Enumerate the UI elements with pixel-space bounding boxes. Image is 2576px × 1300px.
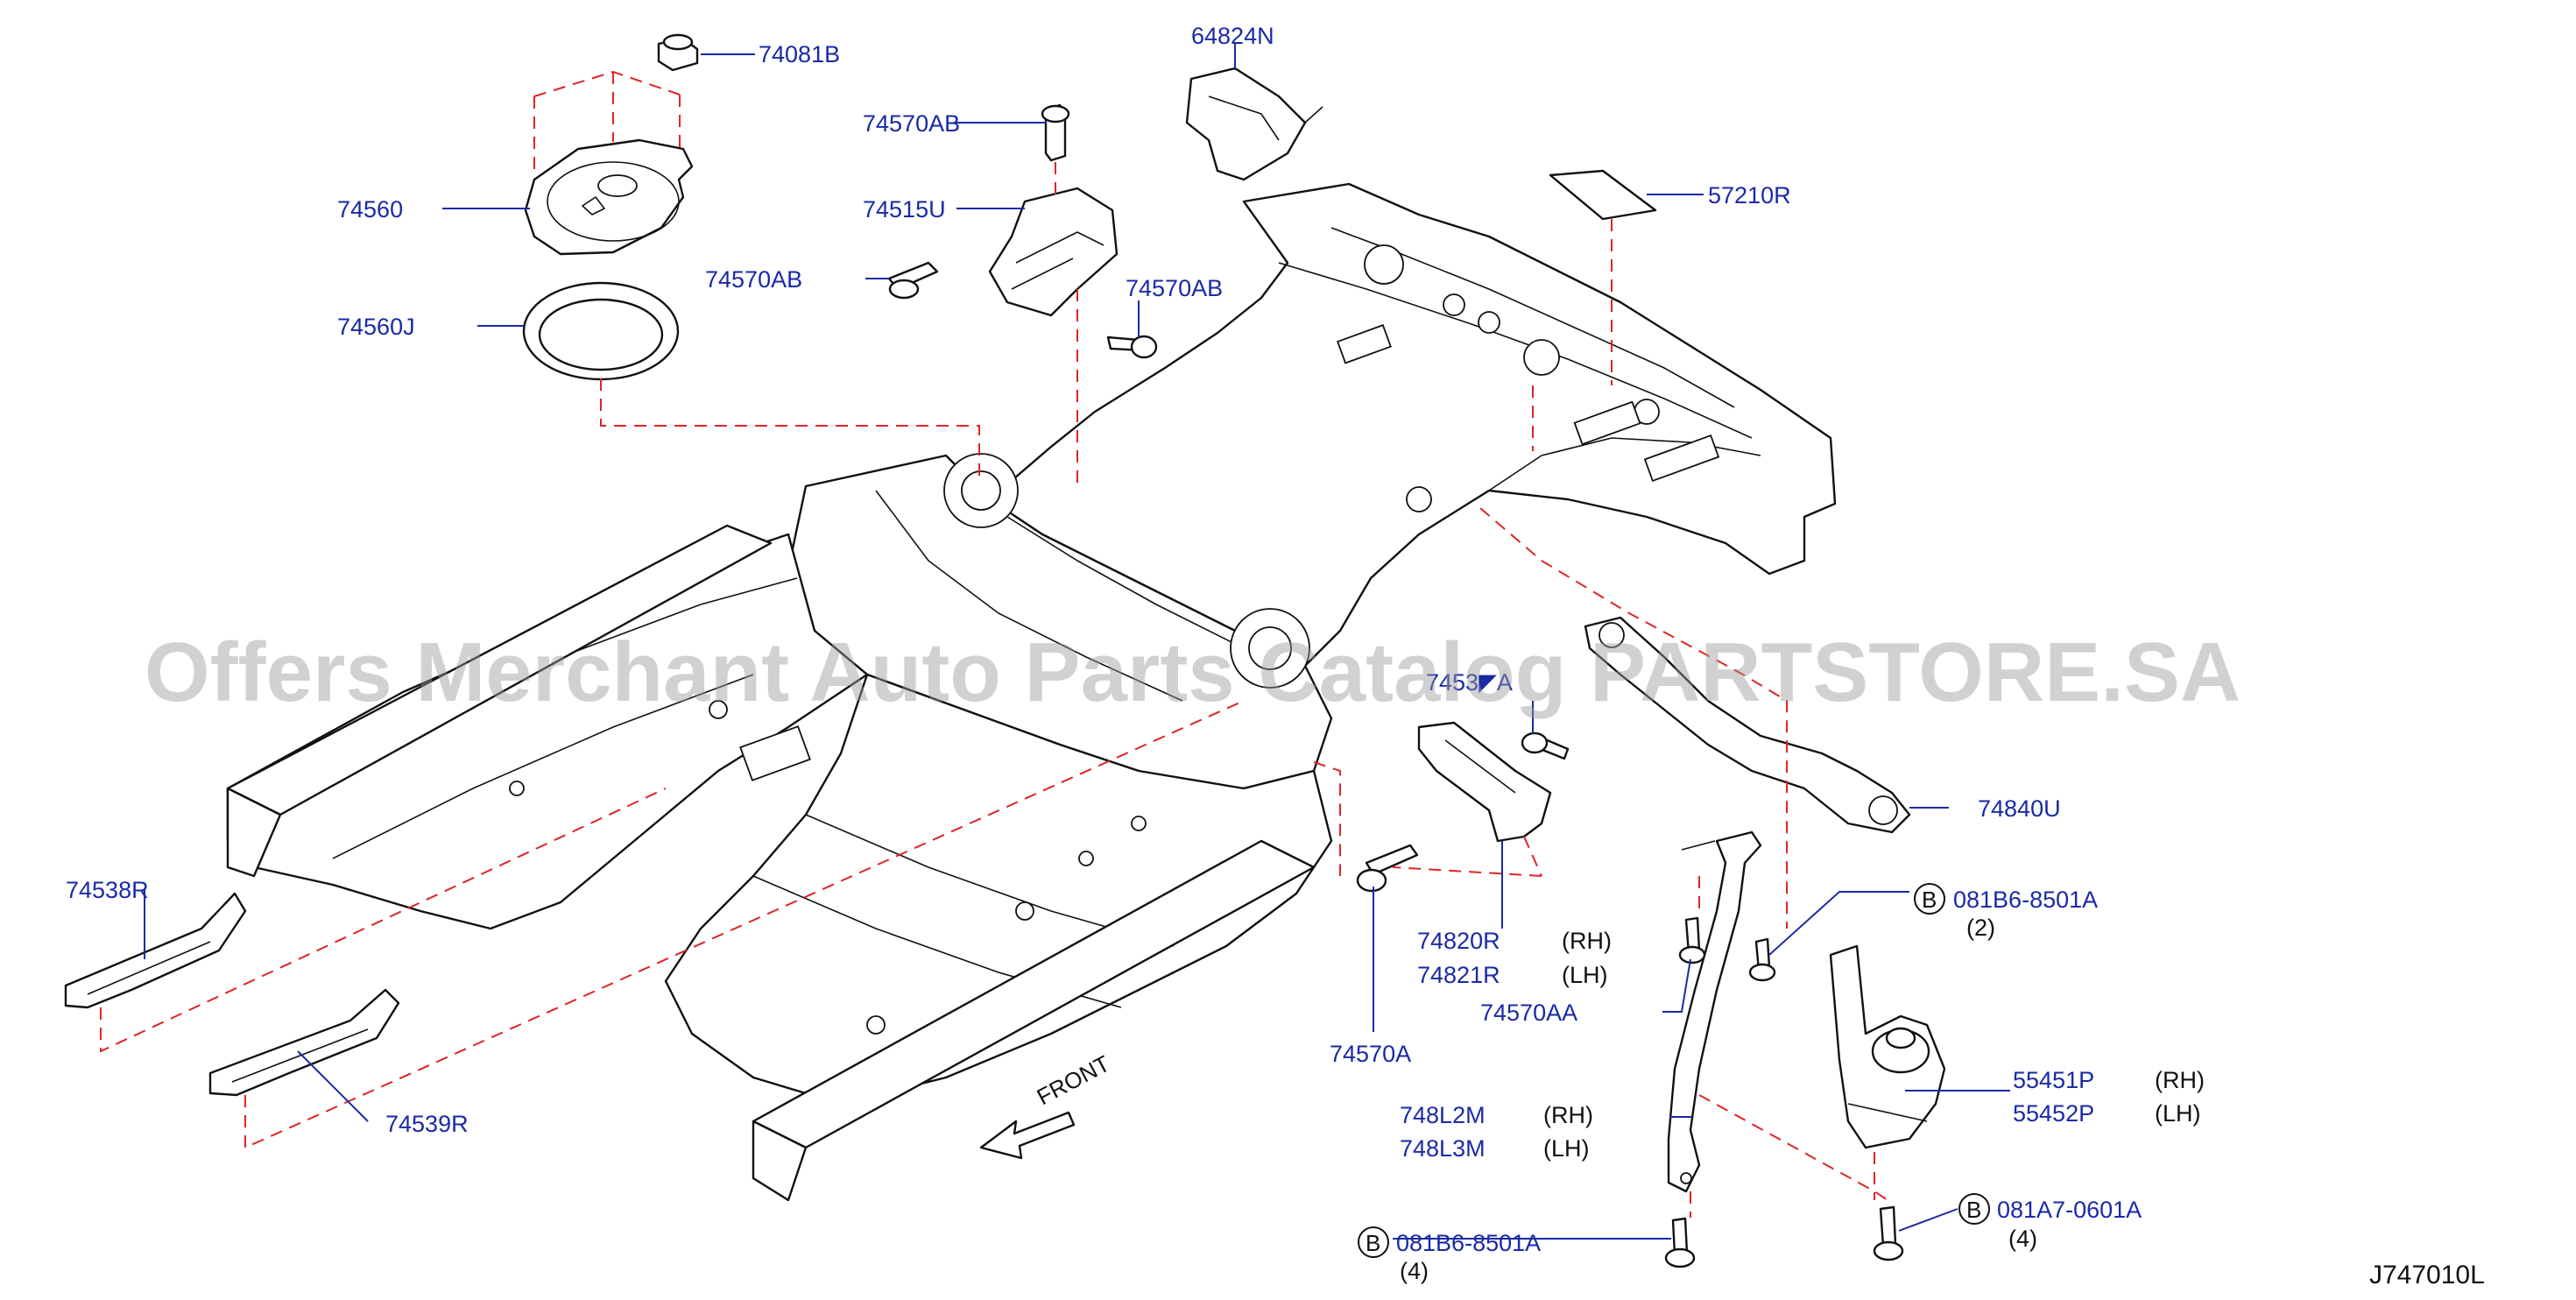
bolt-081b6-8501a-bottom: [1664, 1217, 1696, 1268]
label-748l3m: 748L3M: [1400, 1135, 1486, 1162]
bolt-74570ab-left: [887, 261, 939, 300]
badge-b-1: B: [1922, 887, 1937, 913]
label-7453xa: 7453◤A: [1426, 669, 1513, 696]
label-74538r: 74538R: [66, 877, 149, 903]
bolt-stay-right: [1748, 937, 1776, 982]
badge-circle-1: [1914, 883, 1945, 915]
badge-circle-3: [1358, 1226, 1389, 1258]
label-55451p: 55451P: [2013, 1067, 2094, 1093]
qty-081b6-8501a-bottom: (4): [1400, 1258, 1429, 1284]
bolt-stay-mid: [1678, 916, 1706, 964]
floor-panel-assembly: [226, 182, 1837, 1202]
bolt-7453xa: [1521, 731, 1570, 760]
side-74821r: (LH): [1562, 962, 1608, 988]
member-74538r: [64, 892, 247, 1009]
qty-081b6-8501a-top: (2): [1966, 915, 1995, 941]
label-74570aa: 74570AA: [1480, 1000, 1577, 1026]
bolt-081a7-0601a: [1873, 1205, 1904, 1261]
part-labels: 74081B 64824N 74570AB 74560 74515U 57210…: [66, 23, 2205, 1284]
badge-circle-2: [1958, 1193, 1990, 1225]
stay-748l2m: [1667, 830, 1762, 1193]
member-74539r: [208, 988, 400, 1097]
label-74081b: 74081B: [759, 41, 840, 67]
label-74820r: 74820R: [1417, 928, 1500, 954]
label-64824n: 64824N: [1191, 23, 1274, 49]
bracket-74515u: [988, 187, 1119, 317]
bracket-74840u: [1584, 616, 1911, 834]
label-74560j: 74560J: [337, 314, 415, 340]
label-081b6-8501a-bottom: 081B6-8501A: [1396, 1230, 1541, 1256]
label-748l2m: 748L2M: [1400, 1102, 1486, 1128]
bracket-64824n: [1185, 67, 1323, 181]
side-748l2m: (RH): [1543, 1102, 1593, 1128]
label-55452p: 55452P: [2013, 1100, 2094, 1127]
nut-74081b: [657, 33, 699, 72]
mount-55451p: [1829, 944, 1946, 1149]
diagram-reference: J747010L: [2369, 1261, 2485, 1289]
badge-b-2: B: [1966, 1197, 1981, 1223]
label-74515u: 74515U: [863, 196, 946, 223]
qty-081a7-0601a: (4): [2008, 1226, 2037, 1252]
label-081a7-0601a: 081A7-0601A: [1997, 1197, 2142, 1223]
side-55451p: (RH): [2155, 1067, 2205, 1093]
label-74821r: 74821R: [1417, 962, 1500, 988]
cover-74560: [524, 138, 694, 256]
label-74840u: 74840U: [1978, 795, 2061, 822]
label-081b6-8501a-top: 081B6-8501A: [1953, 887, 2098, 913]
label-74570ab-top: 74570AB: [863, 110, 960, 137]
label-74570ab-right: 74570AB: [1126, 275, 1223, 301]
front-arrow: FRONT: [979, 1050, 1114, 1160]
side-74820r: (RH): [1562, 928, 1612, 954]
label-74539r: 74539R: [385, 1111, 469, 1137]
side-748l3m: (LH): [1543, 1135, 1590, 1162]
bolt-74570ab-top: [1041, 103, 1070, 162]
alignment-lines: [100, 70, 1888, 1218]
bolt-74570ab-right: [1106, 335, 1158, 359]
leader-lines: [144, 44, 2010, 1240]
ring-74560j: [522, 281, 680, 381]
label-74560: 74560: [337, 196, 403, 223]
front-label: FRONT: [1033, 1050, 1114, 1111]
watermark: Offers Merchant Auto Parts Catalog PARTS…: [145, 625, 2241, 719]
badge-b-3: B: [1366, 1230, 1380, 1256]
label-57210r: 57210R: [1708, 182, 1791, 208]
bolt-74570a: [1356, 844, 1419, 893]
sheet-57210r: [1549, 169, 1657, 221]
label-74570a: 74570A: [1330, 1041, 1411, 1067]
label-74570ab-left: 74570AB: [705, 266, 802, 293]
side-55452p: (LH): [2155, 1100, 2201, 1127]
